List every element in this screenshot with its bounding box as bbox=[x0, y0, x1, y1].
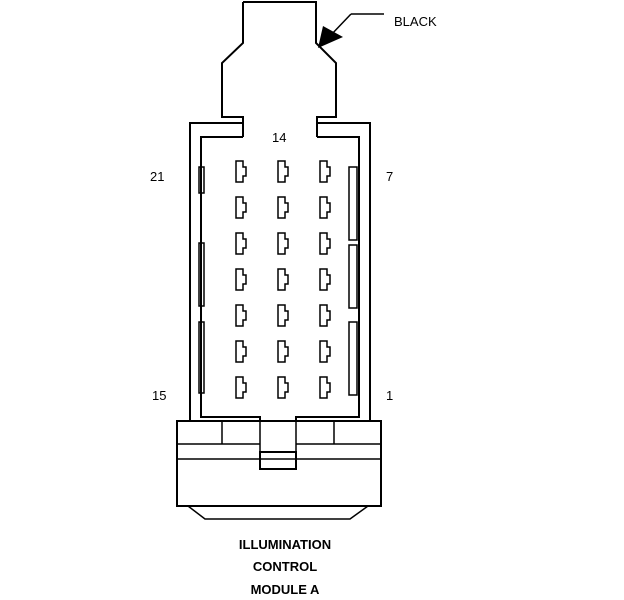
terminal-cavity bbox=[319, 232, 331, 255]
pin-label-1: 1 bbox=[386, 388, 393, 403]
terminal-cavity bbox=[319, 376, 331, 399]
terminal-cavity bbox=[319, 160, 331, 183]
terminal-cavity bbox=[319, 340, 331, 363]
terminal-cavity bbox=[319, 268, 331, 291]
terminal-grid bbox=[235, 160, 331, 399]
connector-base bbox=[176, 420, 382, 520]
pin-label-7: 7 bbox=[386, 169, 393, 184]
terminal-cavity bbox=[277, 304, 289, 327]
terminal-cavity bbox=[235, 376, 247, 399]
connector-color-label: BLACK bbox=[394, 14, 437, 29]
terminal-cavity bbox=[235, 232, 247, 255]
caption-line-3: MODULE A bbox=[251, 582, 320, 597]
terminal-cavity bbox=[277, 340, 289, 363]
side-rails bbox=[198, 166, 358, 396]
terminal-cavity bbox=[319, 196, 331, 219]
pin-label-15: 15 bbox=[152, 388, 166, 403]
connector-housing-inner bbox=[200, 136, 360, 421]
caption-line-2: CONTROL bbox=[253, 559, 317, 574]
terminal-cavity bbox=[235, 304, 247, 327]
callout-arrowhead bbox=[318, 26, 343, 48]
pin-label-21: 21 bbox=[150, 169, 164, 184]
terminal-cavity bbox=[277, 268, 289, 291]
terminal-cavity bbox=[277, 160, 289, 183]
connector-housing-outer bbox=[189, 122, 371, 421]
terminal-cavity bbox=[235, 268, 247, 291]
terminal-cavity bbox=[235, 196, 247, 219]
terminal-cavity bbox=[277, 376, 289, 399]
connector-latch bbox=[221, 1, 337, 137]
caption-line-1: ILLUMINATION bbox=[239, 537, 331, 552]
terminal-cavity bbox=[319, 304, 331, 327]
terminal-cavity bbox=[235, 340, 247, 363]
terminal-cavity bbox=[235, 160, 247, 183]
terminal-cavity bbox=[277, 196, 289, 219]
pin-label-14: 14 bbox=[272, 130, 286, 145]
terminal-cavity bbox=[277, 232, 289, 255]
